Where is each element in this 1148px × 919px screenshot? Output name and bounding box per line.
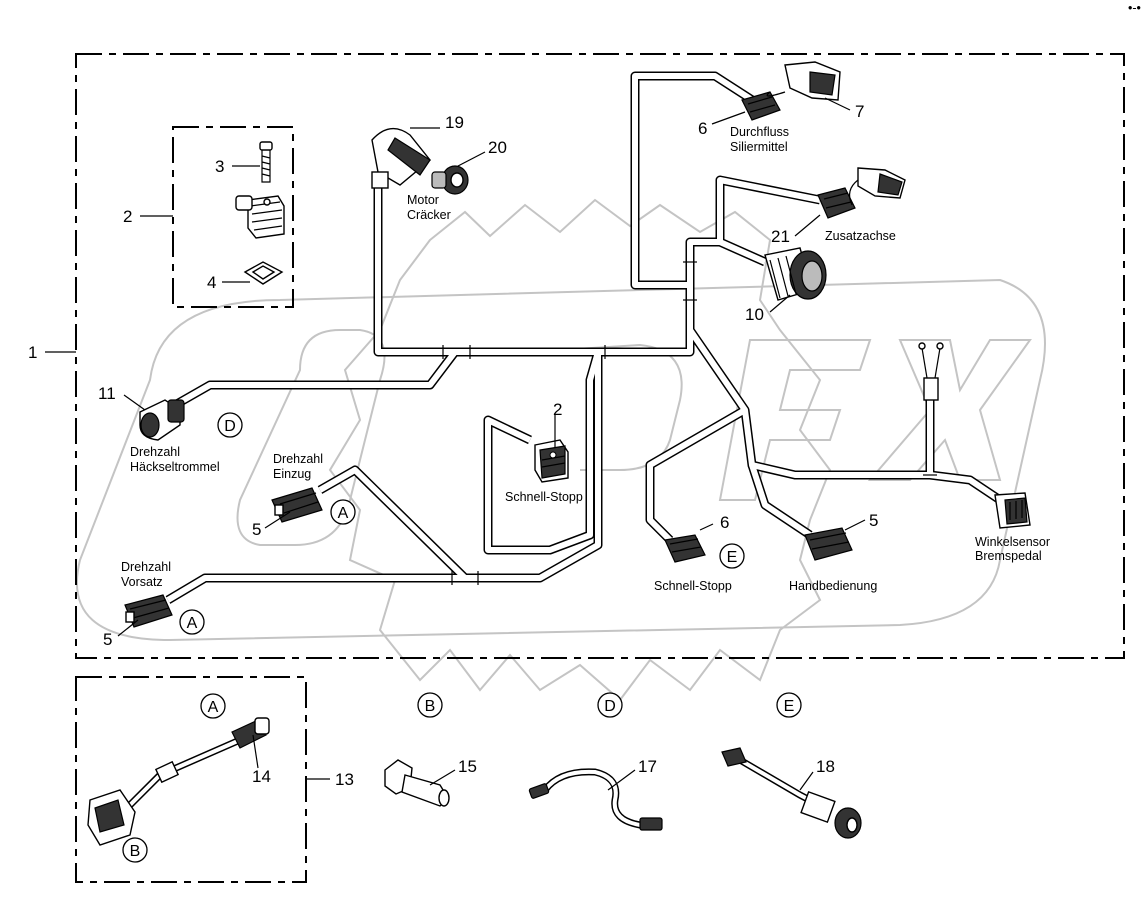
zusatz-plug [848, 167, 906, 206]
label-schnell-stopp: Schnell-Stopp [654, 579, 732, 593]
item-number-einzug: 5 [252, 520, 261, 539]
svg-text:B: B [425, 698, 436, 715]
bolt-part [384, 759, 450, 807]
circle-ref-b-detail: B [122, 837, 148, 863]
screw-part [259, 141, 273, 183]
label-motor-2: Cräcker [407, 208, 451, 222]
circle-ref-e-header: E [776, 692, 802, 718]
svg-text:B: B [130, 843, 141, 860]
item-number-cable-e: 18 [816, 757, 835, 776]
item-number-durchfluss-connector: 6 [698, 119, 707, 138]
item-number-bolt: 15 [458, 757, 477, 776]
item-number-vorsatz: 5 [103, 630, 112, 649]
main-harness-frame [75, 53, 1125, 659]
circle-ref-d-main: D [217, 412, 243, 438]
item-number-haecksel: 11 [98, 384, 116, 403]
harness-wires [165, 71, 1003, 604]
svg-text:D: D [604, 698, 616, 715]
winkelsensor-fuse [918, 342, 944, 401]
item-number-gasket: 4 [207, 273, 216, 292]
schnell-stopp-connector [664, 534, 706, 563]
module-kit-frame [172, 126, 294, 308]
durchfluss-plug [766, 61, 841, 101]
item-number-round-connector: 10 [745, 305, 764, 324]
circled-references: D A A E A B B D [122, 412, 802, 863]
motor-plug [431, 165, 469, 195]
durchfluss-connector [741, 91, 781, 121]
label-einzug-1: Drehzahl [273, 452, 323, 466]
motor-connector [371, 127, 431, 189]
adapter-cable [87, 717, 270, 846]
item-numbers: 1 2 3 4 19 20 6 7 21 10 11 5 5 2 6 5 13 … [28, 102, 878, 789]
label-handbedienung: Handbedienung [789, 579, 877, 593]
stop-switch-cable [721, 747, 862, 839]
label-durchfluss-2: Siliermittel [730, 140, 788, 154]
leader-lines [45, 97, 866, 791]
component-labels: Durchfluss Siliermittel Motor Cräcker Zu… [121, 125, 1050, 593]
item-number-schnell-module: 2 [553, 400, 562, 419]
svg-text:A: A [208, 699, 219, 716]
circle-ref-d-header: D [597, 692, 623, 718]
label-schnell-stopp-box: Schnell-Stopp [505, 490, 583, 504]
circle-ref-a-detail: A [200, 693, 226, 719]
item-number-motor-connector: 19 [445, 113, 464, 132]
label-einzug-2: Einzug [273, 467, 311, 481]
module-part [235, 195, 285, 239]
schnell-stopp-module [534, 439, 569, 483]
haecksel-connector [139, 399, 185, 441]
label-vorsatz-2: Vorsatz [121, 575, 163, 589]
einzug-connector [271, 487, 323, 523]
round-connector [764, 247, 827, 301]
item-number-schnell-connector: 6 [720, 513, 729, 532]
item-number-module: 2 [123, 207, 132, 226]
label-durchfluss-1: Durchfluss [730, 125, 789, 139]
corner-mark: •-• [1128, 1, 1141, 15]
circle-ref-a-vorsatz: A [179, 609, 205, 635]
svg-text:D: D [224, 418, 236, 435]
sensor-cable [528, 768, 663, 831]
item-number-hand: 5 [869, 511, 878, 530]
svg-text:A: A [187, 615, 198, 632]
circle-ref-e-main: E [719, 543, 745, 569]
item-number-durchfluss-plug: 7 [855, 102, 864, 121]
circle-ref-a-einzug: A [330, 499, 356, 525]
label-winkel-2: Bremspedal [975, 549, 1042, 563]
label-haecksel-2: Häckseltrommel [130, 460, 220, 474]
item-number-screw: 3 [215, 157, 224, 176]
item-number-motor-plug: 20 [488, 138, 507, 157]
winkelsensor-connector [994, 492, 1031, 529]
gasket-part [243, 261, 284, 285]
svg-text:E: E [784, 698, 795, 715]
item-number-zusatz-connector: 21 [771, 227, 790, 246]
watermark-logo [75, 198, 1046, 702]
svg-text:E: E [727, 549, 738, 566]
item-number-harness: 1 [28, 343, 37, 362]
label-haecksel-1: Drehzahl [130, 445, 180, 459]
item-number-adapter: 13 [335, 770, 354, 789]
label-motor-1: Motor [407, 193, 439, 207]
item-number-cable-d: 17 [638, 757, 657, 776]
svg-text:A: A [338, 505, 349, 522]
item-number-adapter-part: 14 [252, 767, 271, 786]
label-winkel-1: Winkelsensor [975, 535, 1050, 549]
hand-connector [804, 527, 853, 561]
vorsatz-connector [124, 594, 173, 628]
zusatz-connector [817, 187, 856, 219]
label-zusatzachse: Zusatzachse [825, 229, 896, 243]
label-vorsatz-1: Drehzahl [121, 560, 171, 574]
adapter-kit-frame [75, 676, 307, 883]
circle-ref-b-header: B [417, 692, 443, 718]
